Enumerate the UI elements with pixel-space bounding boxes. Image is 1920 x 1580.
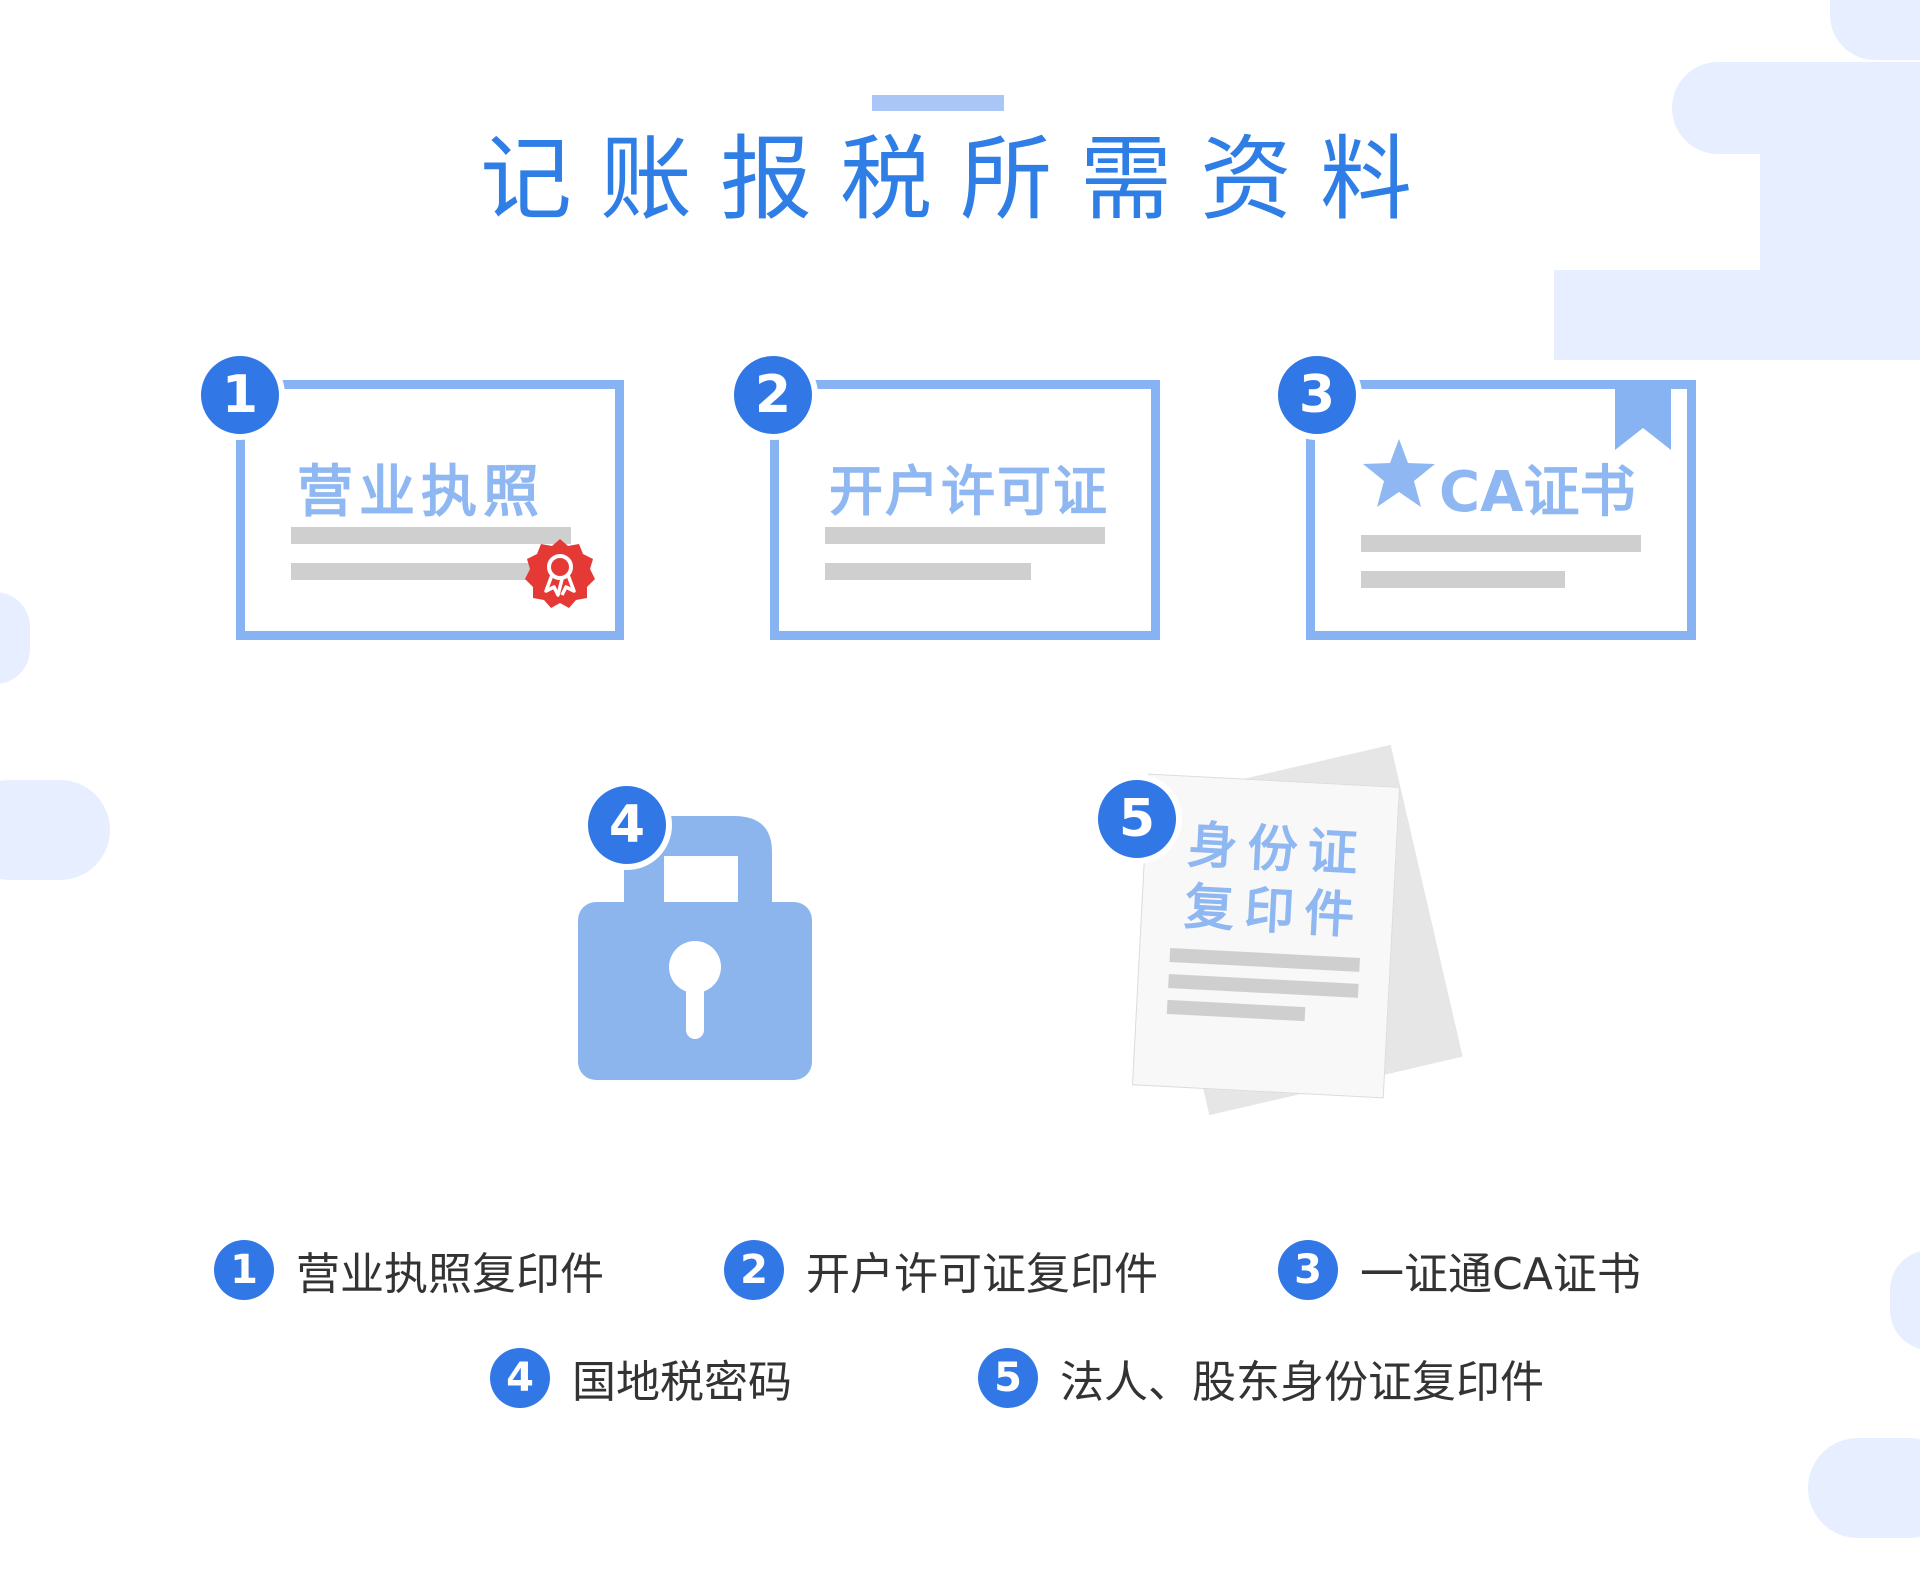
list-item-text: 国地税密码 [572, 1357, 792, 1408]
badge-5: 5 [1092, 774, 1182, 864]
star-icon [1363, 439, 1435, 507]
text-line-placeholder [825, 527, 1105, 544]
list-number-badge: 5 [978, 1348, 1038, 1408]
text-line-placeholder [1168, 973, 1359, 998]
badge-2: 2 [728, 350, 818, 440]
deco-cloud-top-right-3 [1760, 154, 1920, 270]
list-item-text: 一证通CA证书 [1360, 1249, 1641, 1300]
badge-3: 3 [1272, 350, 1362, 440]
list-item: 1 营业执照复印件 [214, 1238, 604, 1302]
deco-cloud-left-2 [0, 780, 110, 880]
deco-cloud-top-right-2 [1672, 62, 1920, 154]
text-line-placeholder [291, 527, 571, 544]
list-item-text: 开户许可证复印件 [806, 1249, 1158, 1300]
lock-icon [578, 816, 812, 1080]
text-line-placeholder [1166, 999, 1306, 1022]
badge-1: 1 [195, 350, 285, 440]
deco-cloud-top-right-1 [1830, 0, 1920, 60]
list-number-badge: 1 [214, 1240, 274, 1300]
text-line-placeholder [825, 563, 1031, 580]
card-account-permit: 开户许可证 [770, 380, 1160, 640]
text-line-placeholder [1361, 535, 1641, 552]
card-label: CA证书 [1439, 460, 1636, 525]
list-item: 5 法人、股东身份证复印件 [978, 1346, 1544, 1410]
text-line-placeholder [1169, 948, 1360, 972]
card-label: 开户许可证 [829, 460, 1109, 523]
deco-cloud-right-2 [1808, 1438, 1920, 1538]
list-item: 3 一证通CA证书 [1278, 1238, 1641, 1302]
page-title: 记账报税所需资料 [479, 126, 1440, 233]
list-item-text: 营业执照复印件 [296, 1249, 604, 1300]
badge-4: 4 [582, 780, 672, 870]
document-title-line-2: 复印件 [1182, 877, 1366, 946]
seal-icon [525, 539, 595, 608]
list-number-badge: 4 [490, 1348, 550, 1408]
title-accent-bar [872, 95, 1004, 111]
card-business-license: 营业执照 [236, 380, 624, 640]
deco-cloud-top-right-4 [1554, 270, 1920, 360]
card-ca-certificate: CA证书 [1306, 380, 1696, 640]
list-item: 4 国地税密码 [490, 1346, 792, 1410]
list-item-text: 法人、股东身份证复印件 [1060, 1357, 1544, 1408]
list-number-badge: 2 [724, 1240, 784, 1300]
card-label: 营业执照 [297, 460, 545, 525]
list-item: 2 开户许可证复印件 [724, 1238, 1158, 1302]
text-line-placeholder [1361, 571, 1565, 588]
bookmark-ribbon-icon [1615, 380, 1671, 450]
text-line-placeholder [291, 563, 531, 580]
deco-cloud-right-1 [1890, 1250, 1920, 1350]
list-number-badge: 3 [1278, 1240, 1338, 1300]
deco-cloud-left-1 [0, 592, 30, 684]
